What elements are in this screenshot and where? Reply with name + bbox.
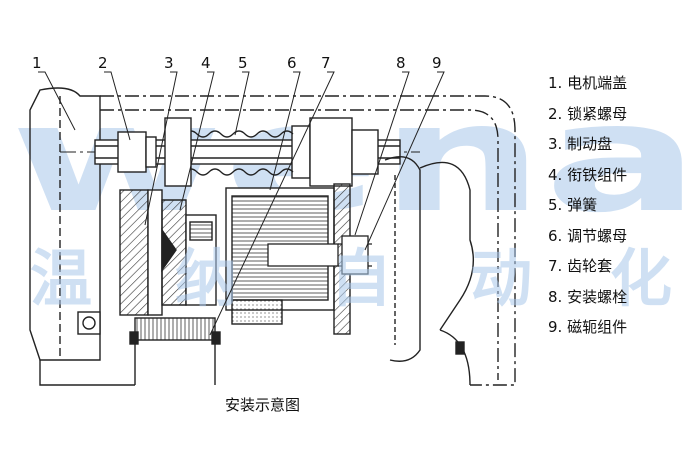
svg-text:温: 温	[30, 242, 92, 315]
mounting-bolt	[94, 117, 401, 187]
spring	[184, 130, 294, 176]
callout-5: 5	[238, 54, 248, 72]
svg-text:化: 化	[610, 242, 672, 315]
parts-legend: 1. 电机端盖 2. 锁紧螺母 3. 制动盘 4. 衔铁组件 5. 弹簧 6. …	[548, 68, 696, 343]
svg-text:自: 自	[330, 242, 392, 315]
motor-end-cover	[29, 87, 516, 386]
legend-item: 6. 调节螺母	[548, 226, 628, 245]
brake-disc	[119, 189, 163, 316]
callout-4: 4	[201, 54, 211, 72]
armature-lug	[164, 117, 192, 187]
legend-item: 4. 衔铁组件	[548, 165, 628, 184]
callout-1: 1	[32, 54, 42, 72]
diagram-caption: 安装示意图	[225, 396, 301, 414]
legend-item: 2. 锁紧螺母	[548, 104, 628, 123]
leader-lines	[38, 71, 445, 336]
callout-6: 6	[287, 54, 297, 72]
legend-item: 1. 电机端盖	[548, 74, 628, 92]
callout-2: 2	[98, 54, 108, 72]
legend-item: 9. 磁轭组件	[548, 318, 628, 336]
callout-8: 8	[396, 54, 406, 72]
callout-3: 3	[164, 54, 174, 72]
legend-item: 7. 齿轮套	[548, 257, 613, 275]
fan-blade-section	[384, 156, 475, 386]
callout-numbers: 1 2 3 4 5 6 7 8 9	[32, 54, 442, 72]
gear-bushing	[77, 311, 221, 385]
callout-9: 9	[432, 54, 442, 72]
armature-assembly	[161, 199, 217, 306]
legend-item: 3. 制动盘	[548, 135, 613, 153]
legend-item: 8. 安装螺栓	[548, 287, 628, 306]
legend-item: 5. 弹簧	[548, 196, 598, 214]
watermark-chinese: 温 纳 自 动 化	[30, 242, 672, 315]
svg-text:纳: 纳	[175, 242, 237, 315]
callout-7: 7	[321, 54, 331, 72]
svg-text:动: 动	[470, 242, 532, 315]
adjusting-nut	[267, 235, 372, 275]
